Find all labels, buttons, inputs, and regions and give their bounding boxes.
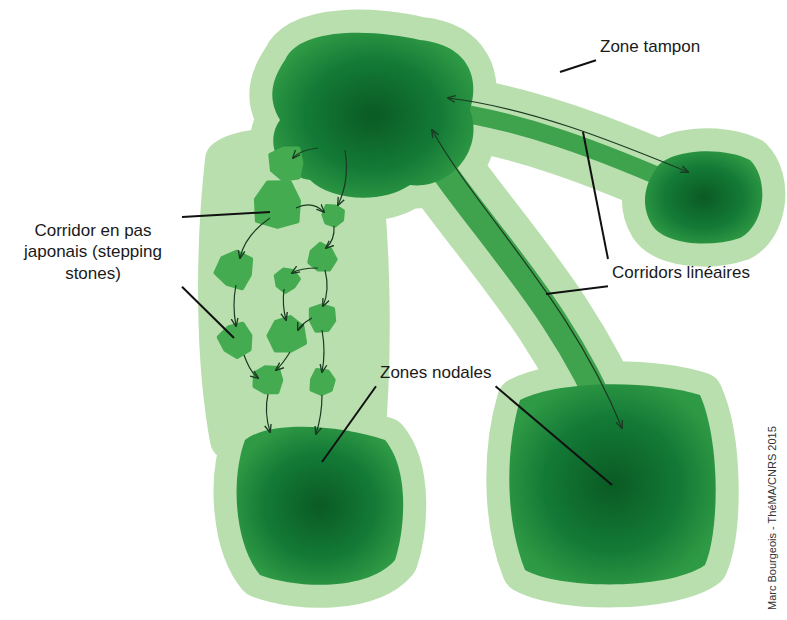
movement-arrow [234,285,236,326]
movement-arrow [432,130,622,428]
movement-arrow [283,289,286,320]
stepping-stone [312,370,334,394]
movement-arrow [316,395,322,434]
credit-note: Marc Bourgeois - ThéMA/CNRS 2015 [766,426,780,610]
movement-arrow [292,268,318,273]
movement-arrow [296,205,324,212]
stepping-stone [276,270,299,292]
stepping-stone [269,317,306,350]
movement-arrow [240,218,270,258]
leader-line [560,60,596,72]
movement-arrow [326,226,334,248]
movement-arrow [338,150,346,205]
leader-line [182,212,270,217]
stepping-stone [309,244,335,270]
corridor-label: Corridors linéaires [612,262,750,283]
leader-line [182,287,234,338]
movement-arrow [298,318,312,330]
movement-arrow [448,98,688,172]
movement-arrow [323,270,327,306]
leader-line [322,386,376,462]
stepping-stone [323,206,343,226]
buffer-zone [218,33,762,585]
stepping-label: Corridor en pas japonais (stepping stone… [8,220,178,284]
stepping-stone [311,305,334,330]
leader-line [546,286,608,294]
movement-arrow [276,352,290,370]
leader-line [583,132,608,259]
stepping-stone [270,149,301,180]
movement-arrow [266,394,270,432]
stepping-stone [216,252,252,288]
stepping-stone [255,367,282,392]
stepping-stones [216,149,343,394]
nodal-label: Zones nodales [380,362,492,383]
leader-line [496,386,612,485]
movement-arrow [322,330,324,372]
stepping-stone [256,182,299,227]
nodal-zone [237,33,763,585]
movement-arrow [293,148,318,158]
movement-arrow [244,355,258,378]
buffer-label: Zone tampon [600,36,700,57]
